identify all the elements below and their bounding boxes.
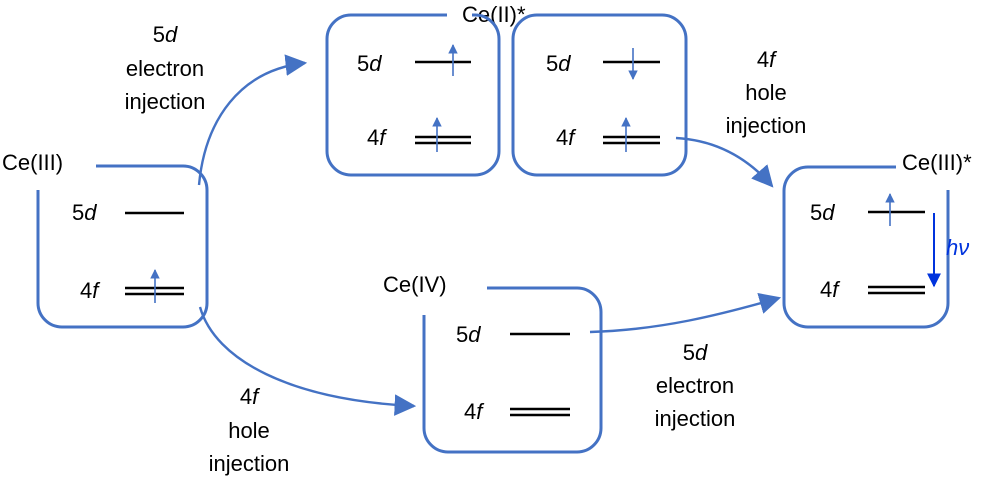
- state-ce2-star-box-right: [511, 13, 688, 177]
- state-ce4: Ce(IV) 5d 4f: [383, 272, 603, 454]
- state-ce3-star-box: [782, 165, 950, 329]
- state-ce2-star-left-4f-label: 4f: [367, 125, 388, 150]
- annotation-top-right-line1: 4f: [757, 47, 778, 72]
- state-ce3-star-4f-label: 4f: [820, 277, 841, 302]
- state-ce2-star-right-5d-label: 5d: [546, 51, 571, 76]
- annotation-bottom-right-line1: 5d: [683, 340, 708, 365]
- annotation-top-left-line3: injection: [125, 89, 206, 114]
- annotation-bottom-left-line1: 4f: [240, 384, 261, 409]
- annotation-top-left: 5d electron injection: [125, 22, 206, 114]
- annotation-bottom-left-line3: injection: [209, 451, 290, 476]
- annotation-bottom-right: 5d electron injection: [655, 340, 736, 431]
- state-ce3-star-title: Ce(III)*: [902, 150, 972, 175]
- annotation-top-left-line2: electron: [126, 56, 204, 81]
- transition-arrow-ce4-to-ce3-star: [589, 293, 782, 334]
- state-ce3-star-5d-label: 5d: [810, 200, 835, 225]
- state-ce2-star: Ce(II)* 5d 4f 5d 4f: [325, 2, 688, 177]
- state-ce3: Ce(III) 5d 4f: [2, 150, 209, 329]
- annotation-top-right-line3: injection: [726, 113, 807, 138]
- transition-arrow-ce2-star-to-ce3-star: [675, 136, 774, 188]
- state-ce3-4f-label: 4f: [80, 278, 101, 303]
- emission-label: hν: [946, 235, 969, 260]
- state-ce3-box: [36, 164, 209, 329]
- state-ce4-box: [422, 286, 603, 454]
- state-ce3-star: Ce(III)* 5d 4f hν: [782, 150, 972, 329]
- state-ce4-4f-label: 4f: [464, 399, 485, 424]
- state-ce2-star-right-4f-label: 4f: [556, 125, 577, 150]
- state-ce4-title: Ce(IV): [383, 272, 447, 297]
- annotation-bottom-left-line2: hole: [228, 418, 270, 443]
- annotation-bottom-right-line3: injection: [655, 406, 736, 431]
- state-ce4-5d-label: 5d: [456, 322, 481, 347]
- transition-arrow-ce3-to-ce2-star: [197, 54, 308, 186]
- annotation-bottom-left: 4f hole injection: [209, 384, 290, 476]
- annotation-top-right: 4f hole injection: [726, 47, 807, 138]
- state-ce2-star-box-left: [325, 13, 501, 177]
- annotation-bottom-right-line2: electron: [656, 373, 734, 398]
- state-ce3-title: Ce(III): [2, 150, 63, 175]
- state-ce3-5d-label: 5d: [72, 200, 97, 225]
- annotation-top-right-line2: hole: [745, 80, 787, 105]
- state-ce2-star-left-5d-label: 5d: [357, 51, 382, 76]
- transition-arrow-ce3-to-ce4: [198, 306, 417, 416]
- annotation-top-left-line1: 5d: [153, 22, 178, 47]
